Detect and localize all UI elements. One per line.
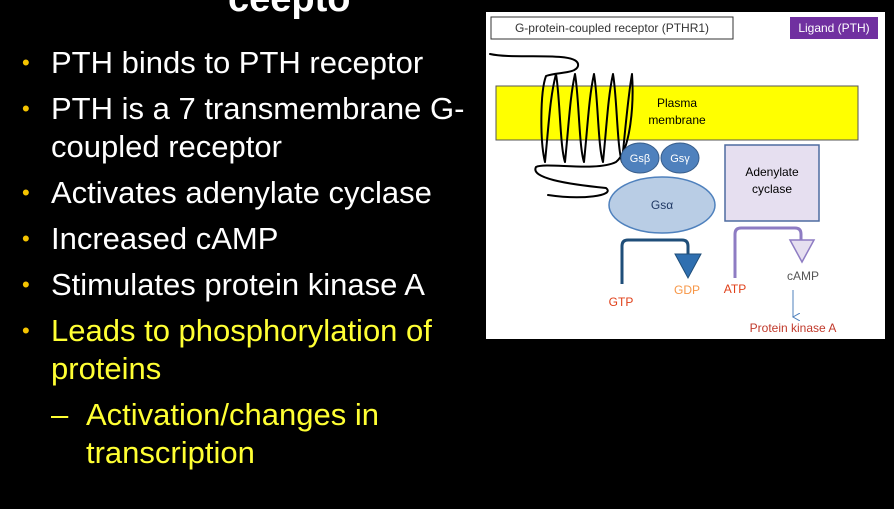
gs-gamma-label: Gsγ <box>670 153 690 165</box>
bullet-list: • PTH binds to PTH receptor • PTH is a 7… <box>22 44 472 472</box>
bullet-dot-icon: • <box>22 318 30 343</box>
bullet-text: Leads to phosphorylation of proteins <box>51 313 432 386</box>
receptor-helix <box>489 53 634 199</box>
receptor-label: G-protein-coupled receptor (PTHR1) <box>515 21 709 35</box>
gs-gamma <box>660 142 700 174</box>
bullet-dot-icon: • <box>22 50 30 75</box>
bullet-text: Stimulates protein kinase A <box>51 267 425 302</box>
bullet-dot-icon: • <box>22 226 30 251</box>
ligand-label-box <box>790 17 878 39</box>
cyclase-label-line2: cyclase <box>752 182 792 196</box>
atp-camp-arrow <box>733 226 803 278</box>
membrane-label-line2: membrane <box>648 113 706 127</box>
bullet-dot-icon: • <box>22 272 30 297</box>
camp-arrowhead-icon <box>788 239 816 264</box>
gtp-gdp-arrow <box>620 238 690 284</box>
bullet-item-highlight: • Leads to phosphorylation of proteins <box>22 312 472 388</box>
bullet-item: • Activates adenylate cyclase <box>22 174 472 212</box>
ligand-label: Ligand (PTH) <box>798 21 869 35</box>
camp-label: cAMP <box>787 269 819 283</box>
bullet-item: • PTH is a 7 transmembrane G-coupled rec… <box>22 90 472 166</box>
gdp-arrowhead-icon <box>674 253 702 280</box>
bullet-text: PTH binds to PTH receptor <box>51 45 424 80</box>
atp-label: ATP <box>724 282 746 296</box>
signaling-diagram: G-protein-coupled receptor (PTHR1) Ligan… <box>486 12 885 339</box>
gtp-label: GTP <box>609 295 634 309</box>
sub-bullet-text: Activation/changes in transcription <box>86 397 379 470</box>
gs-alpha <box>608 176 716 234</box>
plasma-membrane <box>495 85 859 141</box>
gs-beta-label: Gsβ <box>630 153 650 165</box>
pka-label: Protein kinase A <box>750 321 837 335</box>
bullet-text: PTH is a 7 transmembrane G-coupled recep… <box>51 91 465 164</box>
bullet-item: • Stimulates protein kinase A <box>22 266 472 304</box>
bullet-dot-icon: • <box>22 180 30 205</box>
slide-title: ceepto <box>228 0 350 21</box>
bullet-item: • PTH binds to PTH receptor <box>22 44 472 82</box>
bullet-item: • Increased cAMP <box>22 220 472 258</box>
membrane-label-line1: Plasma <box>657 96 697 110</box>
gdp-label: GDP <box>674 283 700 297</box>
sub-bullet: – Activation/changes in transcription <box>51 396 472 472</box>
receptor-label-box <box>490 16 734 40</box>
bullet-text: Activates adenylate cyclase <box>51 175 432 210</box>
gs-alpha-label: Gsα <box>651 198 673 212</box>
bullet-text: Increased cAMP <box>51 221 279 256</box>
dash-icon: – <box>51 397 69 432</box>
gs-beta <box>620 142 660 174</box>
bullet-dot-icon: • <box>22 96 30 121</box>
adenylate-cyclase <box>724 144 820 222</box>
cyclase-label-line1: Adenylate <box>745 165 799 179</box>
